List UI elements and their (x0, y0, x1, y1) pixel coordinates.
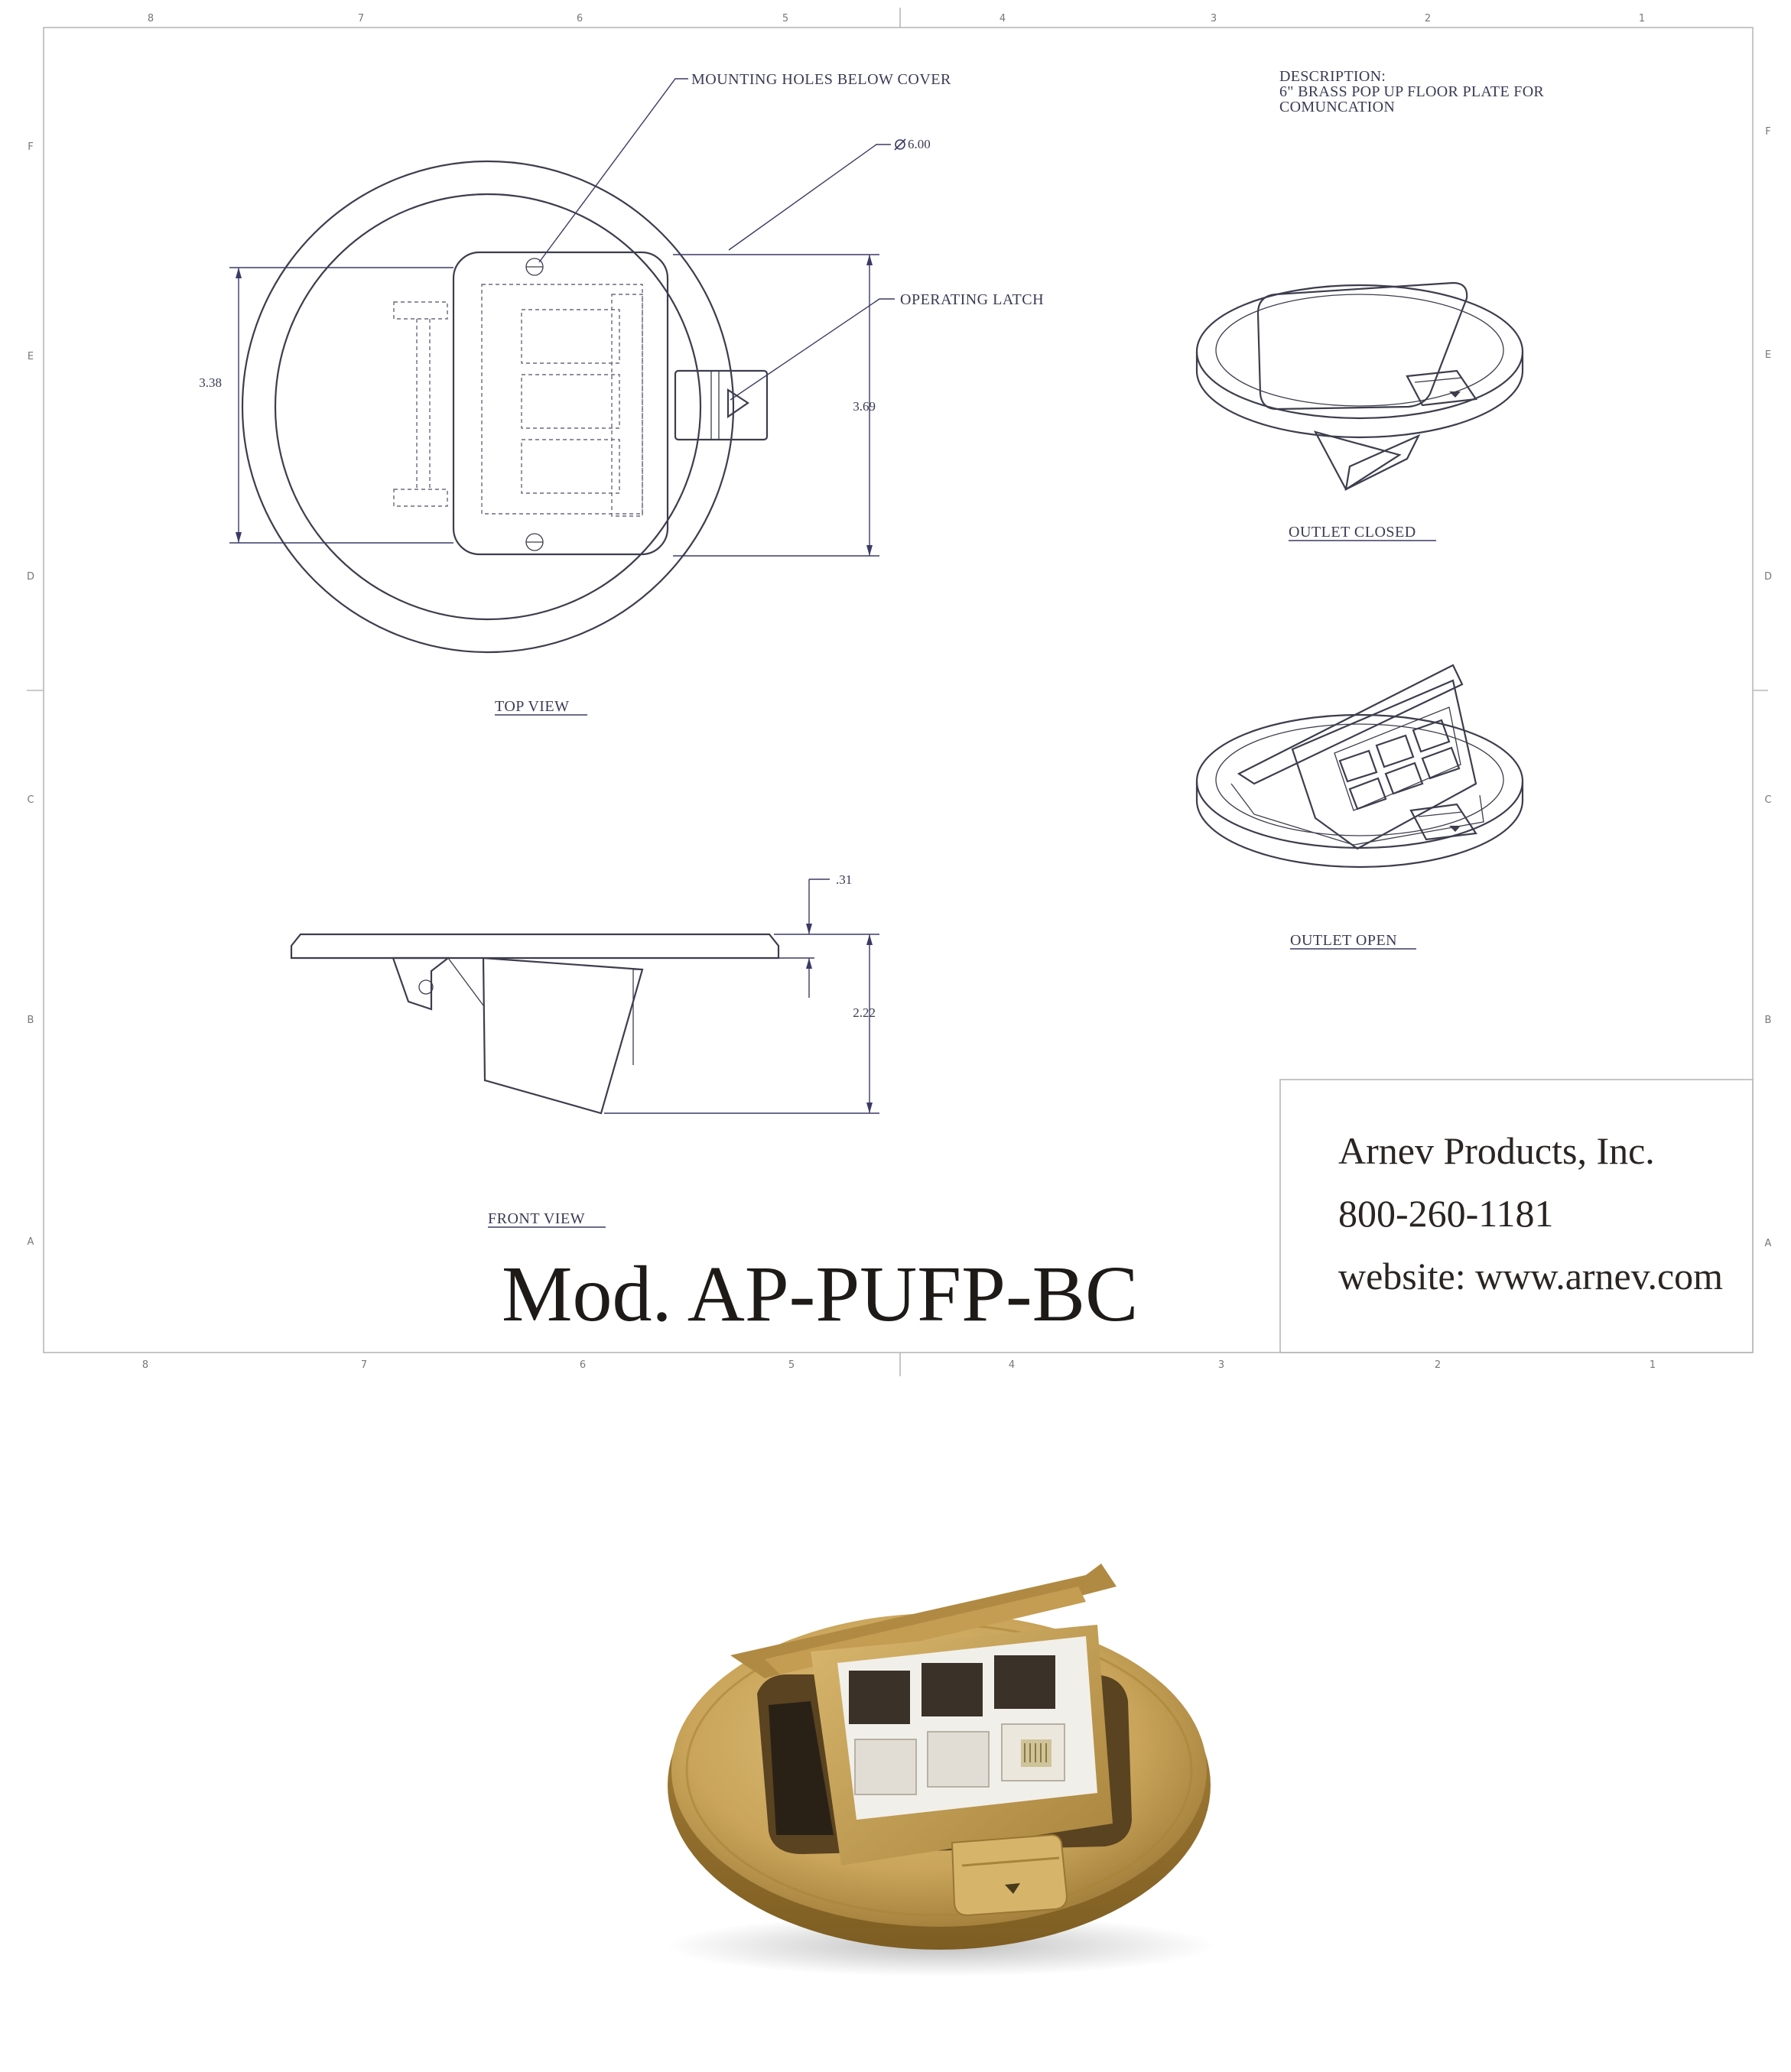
depth-dimension: 2.22 (853, 1005, 876, 1020)
grid-col-label: 2 (1435, 1359, 1441, 1371)
mounting-holes-callout: MOUNTING HOLES BELOW COVER (691, 71, 951, 88)
description-line-1: 6" BRASS POP UP FLOOR PLATE FOR (1279, 83, 1544, 100)
company-phone: 800-260-1181 (1338, 1192, 1553, 1235)
grid-col-label: 5 (782, 13, 788, 24)
grid-row-labels: F E D C B A F E D C B A (27, 126, 1772, 1249)
description-line-2: COMUNCATION (1279, 99, 1395, 115)
grid-row-label: B (1765, 1015, 1772, 1026)
grid-col-label: 7 (361, 1359, 367, 1371)
outlet-open-drawing (1195, 664, 1524, 869)
grid-col-label: 6 (580, 1359, 586, 1371)
grid-row-label: A (1765, 1238, 1772, 1249)
grid-row-label: C (27, 794, 34, 806)
company-name: Arnev Products, Inc. (1338, 1129, 1655, 1172)
plate-thickness-dimension: .31 (836, 872, 852, 887)
outlet-closed-drawing (1195, 281, 1524, 491)
grid-col-label: 8 (148, 13, 154, 24)
callout-leaders (538, 78, 906, 401)
outlet-closed-label: OUTLET CLOSED (1289, 524, 1416, 541)
width-dimension: 3.38 (199, 375, 222, 390)
front-view-label: FRONT VIEW (488, 1210, 585, 1227)
model-number: Mod. AP-PUFP-BC (502, 1250, 1138, 1338)
grid-row-label: A (28, 1236, 34, 1248)
grid-row-label: E (28, 351, 34, 362)
company-website: website: www.arnev.com (1338, 1255, 1723, 1297)
grid-col-label: 6 (577, 13, 583, 24)
drawing-border (27, 8, 1768, 1376)
diameter-callout: 6.00 (908, 137, 931, 151)
top-view-drawing (241, 160, 769, 654)
outlet-open-label: OUTLET OPEN (1290, 932, 1397, 949)
grid-row-label: E (1765, 349, 1771, 361)
front-view-dimensions (604, 878, 879, 1114)
grid-col-label: 5 (788, 1359, 795, 1371)
top-view-label: TOP VIEW (495, 698, 570, 715)
grid-col-label: 3 (1218, 1359, 1224, 1371)
grid-col-label: 3 (1211, 13, 1217, 24)
front-view-drawing (290, 933, 780, 1115)
grid-row-label: D (27, 571, 34, 583)
product-photo (665, 1564, 1216, 1976)
grid-row-label: F (28, 141, 33, 153)
top-view-dimensions (229, 254, 879, 557)
height-dimension: 3.69 (853, 399, 876, 414)
grid-row-label: B (28, 1015, 34, 1026)
grid-column-labels-top: 8 7 6 5 4 3 2 1 (148, 13, 1645, 24)
grid-col-label: 4 (1000, 13, 1006, 24)
grid-col-label: 4 (1009, 1359, 1015, 1371)
description-heading: DESCRIPTION: (1279, 68, 1386, 85)
grid-row-label: D (1764, 571, 1772, 583)
grid-col-label: 2 (1425, 13, 1431, 24)
grid-row-label: C (1764, 794, 1771, 806)
grid-row-label: F (1765, 126, 1770, 138)
grid-col-label: 1 (1639, 13, 1645, 24)
title-block-frame (1279, 1079, 1754, 1353)
grid-column-labels-bottom: 8 7 6 5 4 3 2 1 (142, 1359, 1656, 1371)
operating-latch-callout: OPERATING LATCH (900, 291, 1044, 308)
grid-col-label: 1 (1650, 1359, 1656, 1371)
grid-col-label: 8 (142, 1359, 148, 1371)
grid-col-label: 7 (358, 13, 364, 24)
